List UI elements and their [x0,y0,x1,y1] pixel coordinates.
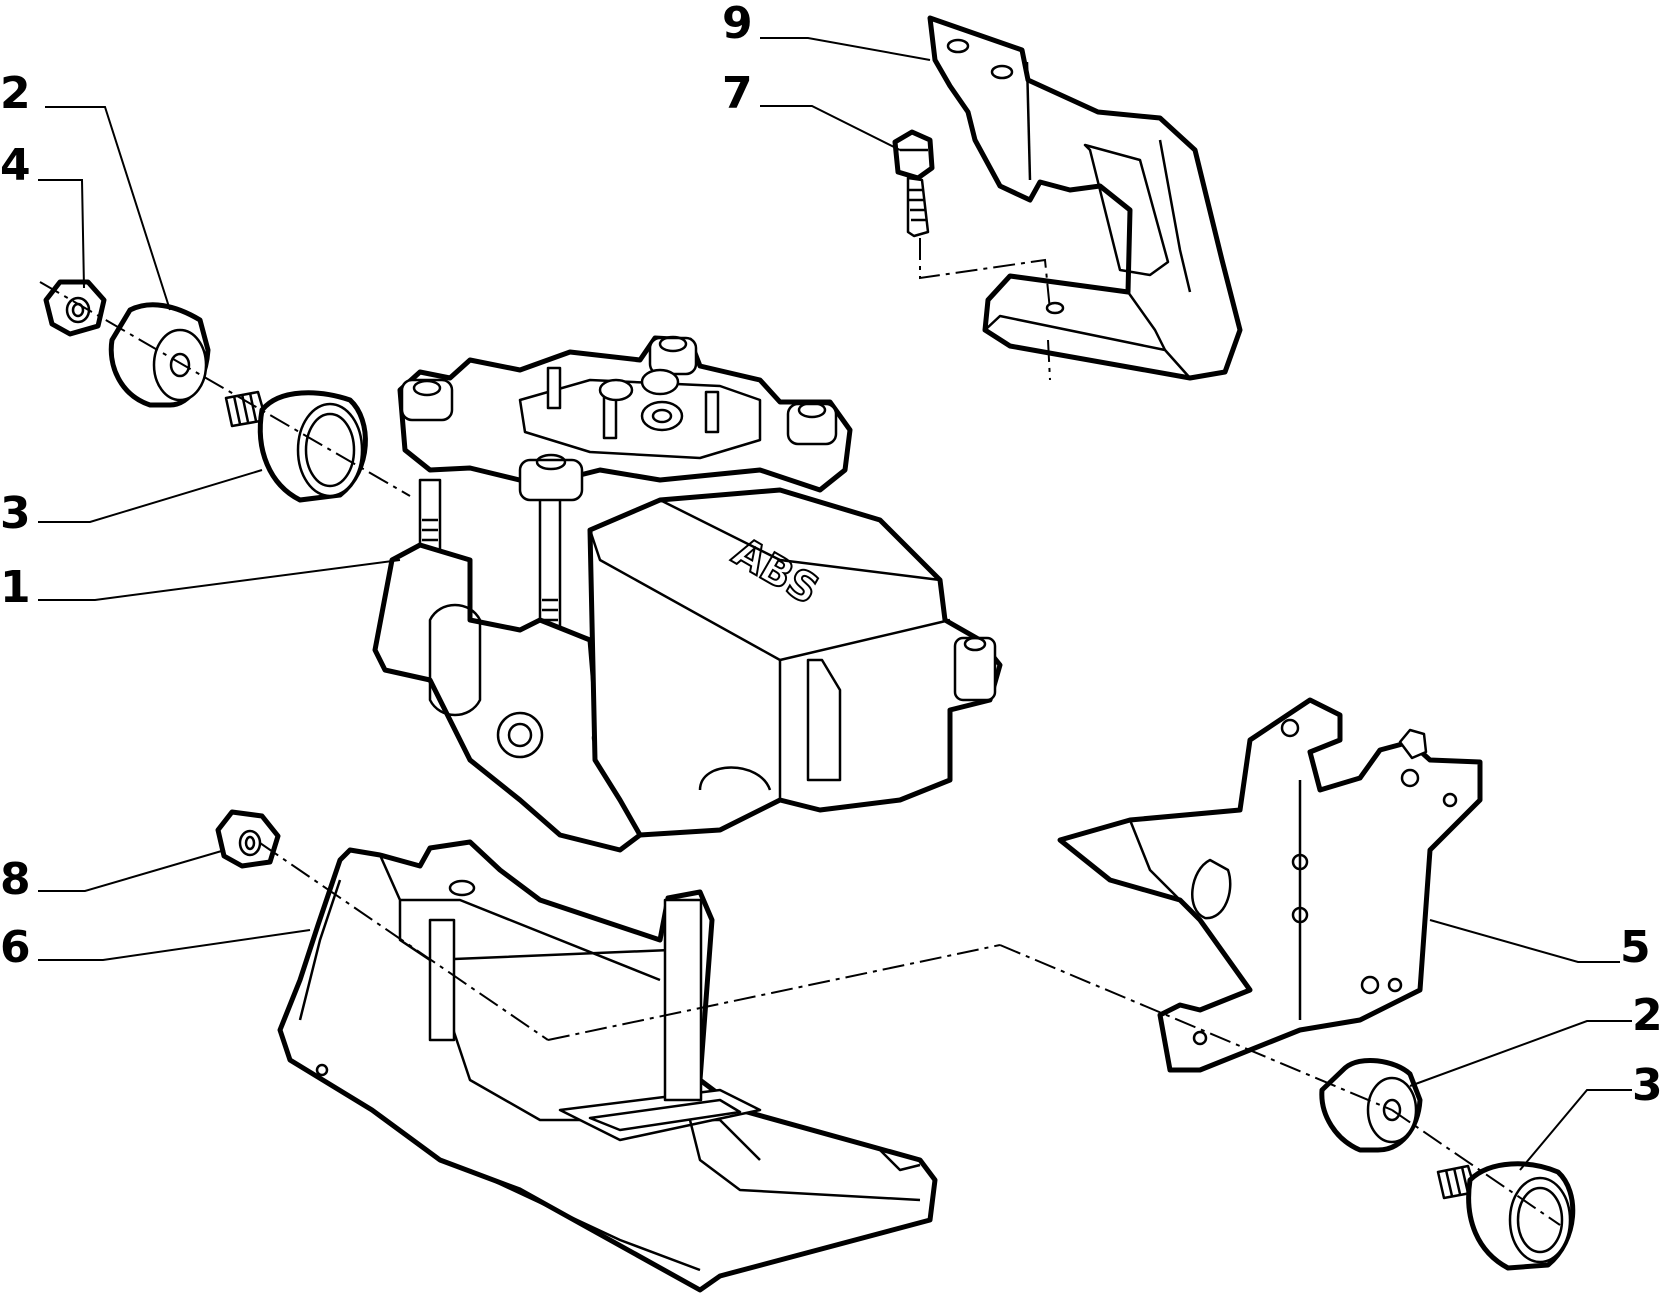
part-3-pin-lower [1436,1161,1576,1271]
part-5-right-bracket [1057,697,1483,1073]
callout-7: 7 [722,68,753,119]
callout-6: 6 [0,922,31,973]
part-8-nut [215,809,281,869]
part-2-bush-upper [108,302,211,408]
part-4-nut [43,279,107,337]
part-6-lower-tray [277,839,938,1293]
callout-3-lower: 3 [1632,1060,1663,1111]
callout-1: 1 [0,562,31,613]
leader-lines [38,37,1632,1171]
assembly-axis-lines [39,281,1561,1226]
callout-5: 5 [1620,922,1651,973]
part-1-abs-unit: ABS [372,335,1003,853]
callout-8: 8 [0,854,31,905]
part-9-upper-bracket [927,15,1243,381]
part-2-bush-lower [1319,1058,1423,1153]
callout-2-lower: 2 [1632,990,1663,1041]
callout-2-upper: 2 [0,68,31,119]
callout-9: 9 [722,0,753,49]
part-3-pin-upper [224,390,368,503]
callout-4: 4 [0,140,31,191]
callout-labels: 9 7 2 4 3 1 8 6 5 2 3 [0,0,1663,1111]
part-7-bolt [892,129,1051,381]
callout-3-upper: 3 [0,488,31,539]
